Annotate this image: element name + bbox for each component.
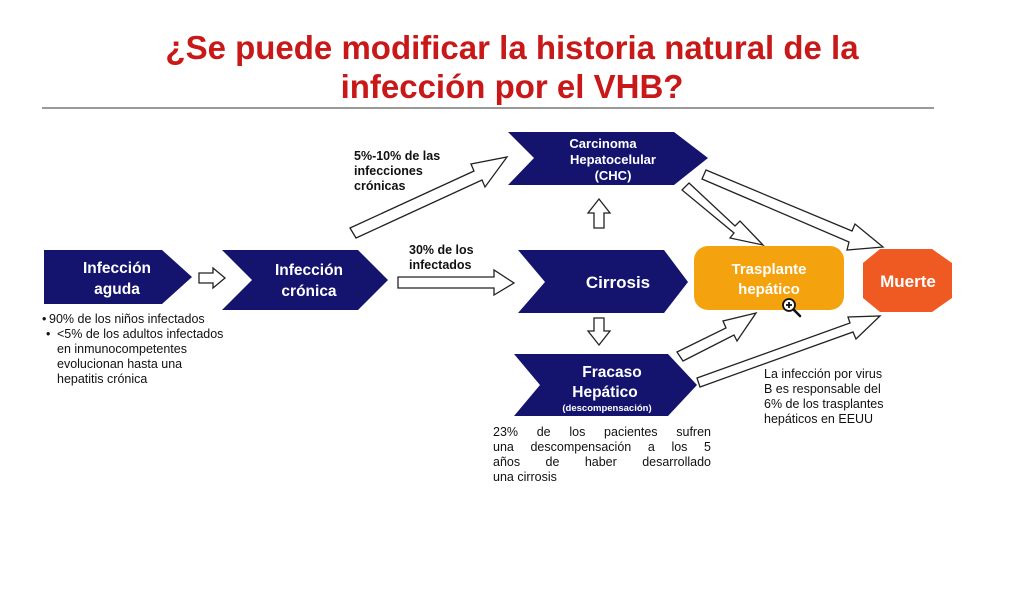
decompensation-note: 23% de los pacientes sufren una descompe…: [493, 425, 711, 484]
arrow-chronic-to-chc: [349, 156, 509, 239]
chc-box: [508, 132, 708, 185]
chronic-infection-box: [222, 250, 388, 310]
chc-label-2: Hepatocelular: [570, 152, 656, 167]
death-label: Muerte: [880, 272, 936, 291]
arrow-chc-to-death: [701, 169, 885, 251]
transplant-note: La infección por virus B es responsable …: [764, 367, 884, 426]
transplant-label-1: Trasplante: [731, 261, 806, 278]
arrow-chronic-to-cirrhosis: [397, 268, 516, 297]
cirrhosis-label: Cirrosis: [586, 273, 650, 292]
title-divider: [42, 107, 934, 109]
arrow-acute-to-chronic: [198, 266, 227, 290]
cirrhosis-percentage-label: 30% de los infectados: [409, 243, 474, 272]
failure-label-2: Hepático: [572, 384, 637, 401]
acute-label-1: Infección: [83, 260, 151, 277]
transplant-box: [694, 246, 844, 310]
death-octagon: [863, 249, 952, 312]
acute-label-2: aguda: [94, 281, 140, 298]
arrow-failure-to-transplant: [676, 311, 758, 362]
chronic-label-2: crónica: [281, 283, 337, 300]
chc-label-1: Carcinoma: [569, 136, 637, 151]
title-line-2: infección por el VHB?: [340, 68, 684, 105]
chronic-label-1: Infección: [275, 262, 343, 279]
list-item: • 90% de los niños infectados: [42, 312, 205, 326]
liver-failure-box: [514, 354, 697, 416]
arrow-cirrhosis-to-chc: [586, 197, 612, 229]
zoom-in-icon[interactable]: [781, 297, 803, 319]
arrow-chc-to-transplant: [681, 182, 765, 247]
failure-label-1: Fracaso: [582, 364, 641, 381]
page-title: ¿Se puede modificar la historia natural …: [0, 28, 1024, 106]
acute-infection-box: [44, 250, 192, 304]
chc-label-3: (CHC): [595, 168, 632, 183]
cirrhosis-box: [518, 250, 688, 313]
acute-infection-notes: • 90% de los niños infectados • <5% de l…: [42, 312, 226, 387]
arrow-cirrhosis-to-failure: [586, 317, 612, 347]
failure-label-3: (descompensación): [562, 403, 651, 414]
arrow-failure-to-death: [696, 315, 882, 388]
transplant-label-2: hepático: [738, 281, 800, 298]
chc-percentage-label: 5%-10% de las infecciones crónicas: [354, 149, 441, 193]
title-line-1: ¿Se puede modificar la historia natural …: [165, 29, 859, 66]
list-item: • <5% de los adultos infectados en inmun…: [46, 327, 224, 386]
